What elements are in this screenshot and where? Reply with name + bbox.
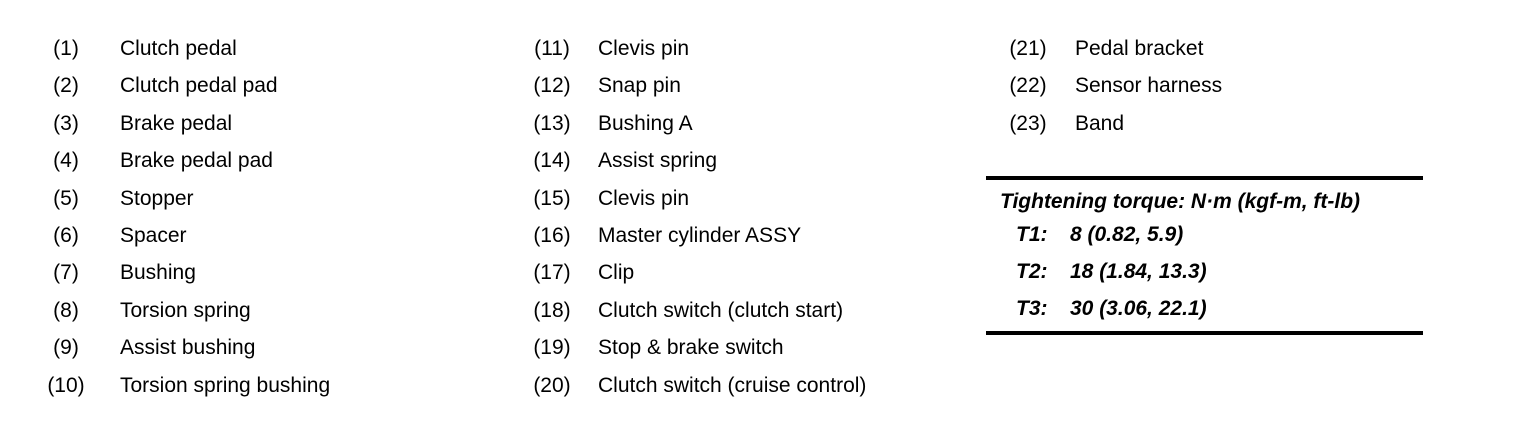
- part-number: (20): [533, 373, 571, 397]
- part-label: Clip: [598, 261, 635, 285]
- part-item: (5) Stopper: [40, 180, 330, 217]
- part-label: Clutch pedal: [120, 37, 237, 60]
- part-number: (23): [1009, 111, 1047, 135]
- torque-id: T2:: [1016, 260, 1048, 283]
- part-item: (11) Clevis pin: [524, 30, 866, 67]
- part-number: (2): [53, 74, 79, 98]
- tightening-torque-table: Tightening torque: N·m (kgf-m, ft-lb) T1…: [986, 176, 1423, 335]
- part-number: (4): [53, 149, 79, 173]
- part-label: Master cylinder ASSY: [598, 223, 802, 247]
- part-item: (22) Sensor harness: [1000, 67, 1222, 104]
- part-number: (8): [53, 298, 79, 322]
- part-number: (1): [53, 37, 79, 60]
- part-item: (7) Bushing: [40, 254, 330, 291]
- part-item: (13) Bushing A: [524, 105, 866, 142]
- part-number: (3): [53, 111, 79, 135]
- torque-value: 30 (3.06, 22.1): [1070, 297, 1207, 320]
- part-item: (15) Clevis pin: [524, 180, 866, 217]
- parts-column-3: (21) Pedal bracket (22) Sensor harness (…: [1000, 30, 1222, 142]
- part-label: Clutch pedal pad: [120, 74, 278, 98]
- part-item: (21) Pedal bracket: [1000, 30, 1222, 67]
- part-label: Brake pedal: [120, 111, 233, 135]
- torque-value: 8 (0.82, 5.9): [1070, 223, 1184, 246]
- part-label: Assist spring: [598, 149, 718, 173]
- part-item: (2) Clutch pedal pad: [40, 67, 330, 104]
- part-item: (14) Assist spring: [524, 142, 866, 179]
- part-number: (6): [53, 223, 79, 247]
- part-label: Stopper: [120, 186, 194, 210]
- part-label: Spacer: [120, 223, 187, 247]
- torque-row: T2: 18 (1.84, 13.3): [986, 253, 1423, 290]
- part-label: Clutch switch (cruise control): [598, 373, 867, 397]
- part-item: (8) Torsion spring: [40, 292, 330, 329]
- part-item: (4) Brake pedal pad: [40, 142, 330, 179]
- part-number: (5): [53, 186, 79, 210]
- part-number: (21): [1009, 37, 1047, 60]
- part-label: Torsion spring bushing: [120, 373, 331, 397]
- part-label: Torsion spring: [120, 298, 251, 322]
- part-item: (9) Assist bushing: [40, 329, 330, 366]
- part-number: (10): [47, 373, 85, 397]
- part-number: (11): [534, 37, 570, 60]
- part-item: (16) Master cylinder ASSY: [524, 217, 866, 254]
- torque-id: T3:: [1016, 297, 1048, 320]
- part-number: (14): [533, 149, 571, 173]
- torque-value: 18 (1.84, 13.3): [1070, 260, 1207, 283]
- part-label: Clevis pin: [598, 186, 690, 210]
- part-number: (22): [1009, 74, 1047, 98]
- part-label: Pedal bracket: [1075, 37, 1204, 60]
- part-item: (1) Clutch pedal: [40, 30, 330, 67]
- part-item: (12) Snap pin: [524, 67, 866, 104]
- part-item: (19) Stop & brake switch: [524, 329, 866, 366]
- part-number: (7): [53, 261, 79, 285]
- part-number: (16): [533, 223, 571, 247]
- part-item: (18) Clutch switch (clutch start): [524, 292, 866, 329]
- part-label: Clevis pin: [598, 37, 690, 60]
- torque-row: T1: 8 (0.82, 5.9): [986, 216, 1423, 253]
- torque-id: T1:: [1016, 223, 1048, 246]
- part-number: (19): [533, 336, 571, 360]
- parts-column-2: (11) Clevis pin (12) Snap pin (13) Bushi…: [524, 30, 866, 404]
- part-label: Brake pedal pad: [120, 149, 273, 173]
- part-number: (13): [533, 111, 571, 135]
- part-label: Clutch switch (clutch start): [598, 298, 844, 322]
- part-label: Assist bushing: [120, 336, 256, 360]
- part-label: Bushing A: [598, 111, 693, 135]
- part-label: Sensor harness: [1075, 74, 1223, 98]
- part-label: Bushing: [120, 261, 196, 285]
- part-item: (23) Band: [1000, 105, 1222, 142]
- part-label: Stop & brake switch: [598, 336, 784, 360]
- part-item: (10) Torsion spring bushing: [40, 367, 330, 404]
- part-number: (18): [533, 298, 571, 322]
- part-number: (17): [533, 261, 571, 285]
- part-item: (3) Brake pedal: [40, 105, 330, 142]
- part-number: (9): [53, 336, 79, 360]
- part-item: (17) Clip: [524, 254, 866, 291]
- part-number: (15): [533, 186, 571, 210]
- part-item: (6) Spacer: [40, 217, 330, 254]
- part-number: (12): [533, 74, 571, 98]
- part-item: (20) Clutch switch (cruise control): [524, 367, 866, 404]
- torque-row: T3: 30 (3.06, 22.1): [986, 290, 1423, 327]
- part-label: Band: [1075, 111, 1125, 135]
- part-label: Snap pin: [598, 74, 681, 98]
- parts-column-1: (1) Clutch pedal (2) Clutch pedal pad (3…: [40, 30, 330, 404]
- torque-table-title: Tightening torque: N·m (kgf-m, ft-lb): [1000, 190, 1361, 213]
